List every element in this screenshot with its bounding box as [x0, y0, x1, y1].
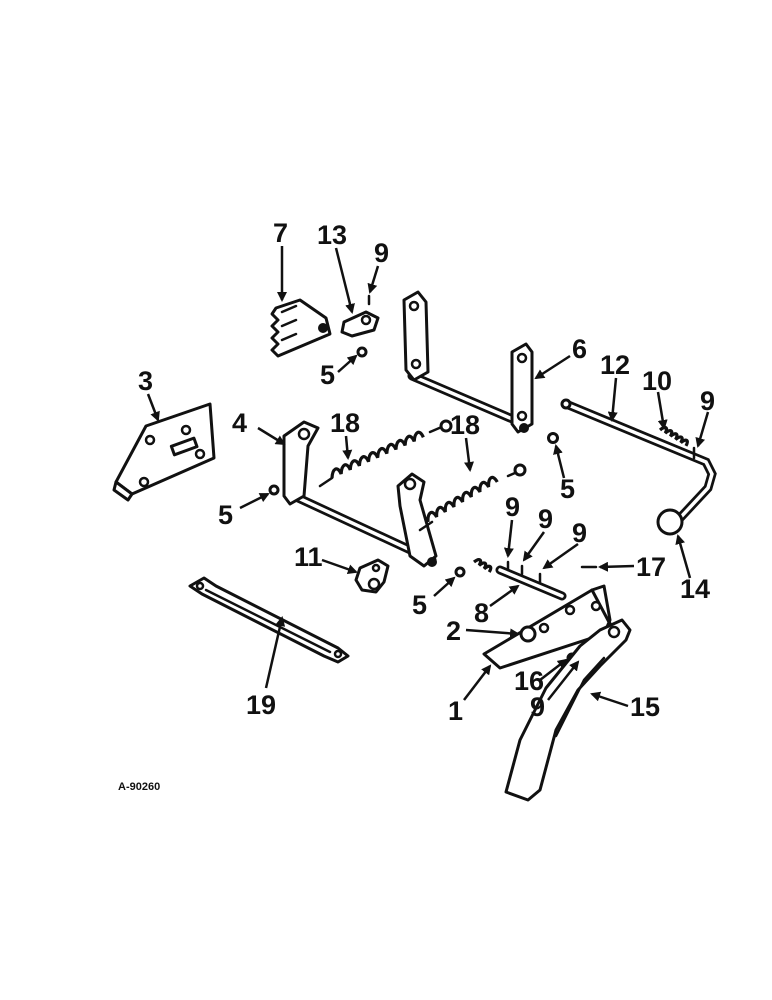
part-13-cam [340, 310, 380, 338]
part-6-lever-assembly [402, 290, 534, 434]
callout-4: 4 [232, 408, 247, 438]
figure-id: A-90260 [118, 781, 160, 793]
callout-7: 7 [273, 218, 288, 248]
part-8-pin [495, 565, 567, 601]
callout-19: 19 [246, 690, 276, 720]
part-15-pedal [504, 618, 632, 802]
part-14-knob [656, 508, 684, 536]
callout-8: 8 [474, 598, 489, 628]
callout-15: 15 [630, 692, 660, 722]
part-5-nut-left [268, 484, 280, 496]
callout-9-c: 9 [572, 518, 587, 548]
callout-14: 14 [680, 574, 710, 604]
part-11-latch [354, 558, 390, 594]
part-small-spring-center [472, 558, 493, 573]
callout-18-right: 18 [450, 410, 480, 440]
callout-9-rod: 9 [700, 386, 715, 416]
callout-13: 13 [317, 220, 347, 250]
part-5-nut-center [454, 566, 466, 578]
part-10-small-spring [658, 425, 689, 447]
callout-5-upper: 5 [320, 360, 335, 390]
callout-18-left: 18 [330, 408, 360, 438]
callout-6: 6 [572, 334, 587, 364]
part-19-flat-link [188, 576, 350, 664]
callout-11: 11 [294, 542, 323, 572]
part-18-spring-right [418, 463, 527, 532]
callout-12: 12 [600, 350, 630, 380]
callout-2: 2 [446, 616, 461, 646]
callout-9-pedal: 9 [530, 692, 545, 722]
part-2-bushing [519, 625, 537, 643]
callout-labels: 7 13 9 5 6 12 10 9 3 4 18 18 5 5 11 14 9… [138, 218, 715, 726]
callout-9-b: 9 [538, 504, 553, 534]
part-18-spring-left [318, 419, 453, 488]
part-5-nut-right [547, 432, 559, 444]
leader-lines [146, 246, 710, 708]
callout-5-right: 5 [560, 474, 575, 504]
part-4-lever-rod [282, 420, 438, 568]
callout-3: 3 [138, 366, 153, 396]
part-3-mounting-bracket [112, 402, 216, 502]
callout-1: 1 [448, 696, 463, 726]
callout-9-upper: 9 [374, 238, 389, 268]
callout-5-left: 5 [218, 500, 233, 530]
callout-5-center: 5 [412, 590, 427, 620]
part-7-toothed-plate [270, 298, 332, 358]
part-12-shift-rod [560, 398, 717, 523]
callout-9-a: 9 [505, 492, 520, 522]
callout-16: 16 [514, 666, 544, 696]
callout-10: 10 [642, 366, 672, 396]
part-5-nut-upper [356, 346, 368, 358]
callout-17: 17 [636, 552, 666, 582]
